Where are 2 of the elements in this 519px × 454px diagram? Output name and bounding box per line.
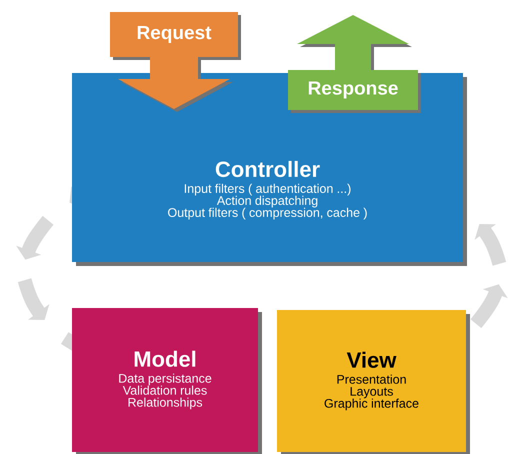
component-box: Model Data persistance Validation rules Relationships [72,308,262,454]
component-box: View Presentation Layouts Graphic interface [277,310,470,454]
